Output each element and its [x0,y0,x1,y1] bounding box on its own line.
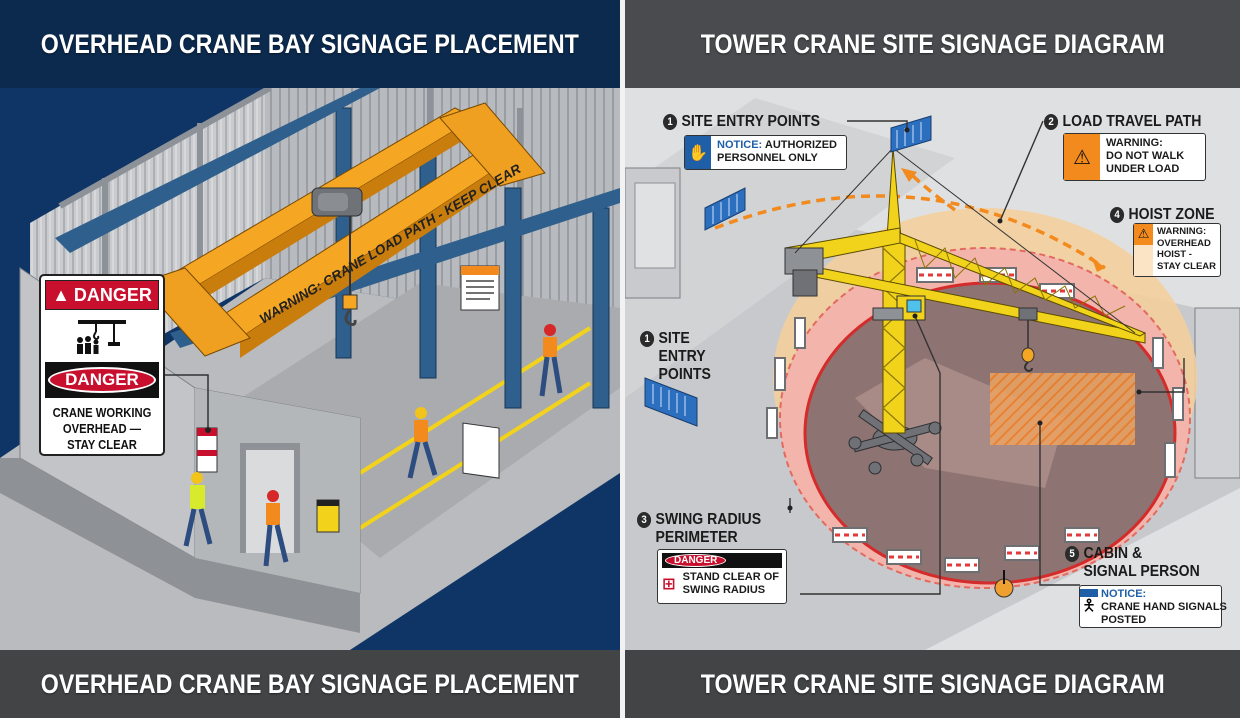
warning-line: WARNING: [1157,226,1207,237]
left-footer-title: OVERHEAD CRANE BAY SIGNAGE PLACEMENT [40,668,580,699]
perimeter-barriers [766,267,1184,573]
left-footer: OVERHEAD CRANE BAY SIGNAGE PLACEMENT [0,650,620,718]
danger-sign-crane-overhead: ▲ DANGER DANGER CRANE WORKING OVERHEAD —… [39,274,165,456]
notice-prefix: NOTICE: [1101,588,1147,600]
callout-title-line: SIGNAL PERSON [1083,563,1200,580]
danger-message-line: STAY CLEAR [67,438,137,452]
hoist-zone [990,373,1135,445]
notice-authorized-sign: ✋ NOTICE: AUTHORIZED PERSONNEL ONLY [684,135,847,170]
callout-title: LOAD TRAVEL PATH [1062,113,1202,130]
callout-title: HOIST ZONE [1128,206,1215,223]
overhead-crane-bay-illustration: WARNING: CRANE LOAD PATH - KEEP CLEAR [0,88,620,650]
notice-line: AUTHORIZED [764,139,837,151]
warning-line: DO NOT WALK [1106,150,1185,162]
stop-hand-icon: ✋ [685,136,711,169]
danger-oval-band: DANGER [45,362,159,398]
notice-hand-signals-sign: 🯅 NOTICE: CRANE HAND SIGNALS POSTED [1079,585,1227,628]
notice-line: PERSONNEL ONLY [717,152,818,164]
notice-line: CRANE HAND SIGNALS [1101,601,1227,613]
crane-bay-drawing: WARNING: CRANE LOAD PATH - KEEP CLEAR [0,88,620,650]
warning-line: STAY CLEAR [1157,260,1216,272]
danger-message: CRANE WORKING OVERHEAD — STAY CLEAR [51,405,154,453]
runway-rail [55,88,380,253]
callout-title-line: SWING RADIUS [655,511,762,528]
right-footer-title: TOWER CRANE SITE SIGNAGE DIAGRAM [700,668,1165,699]
warning-triangle-icon: ⚠ [1064,134,1100,180]
worker [539,324,563,397]
danger-oval: DANGER [48,367,156,393]
warning-line: OVERHEAD [1157,237,1211,249]
right-header-title: TOWER CRANE SITE SIGNAGE DIAGRAM [700,28,1165,59]
end-truck [439,102,546,187]
callout-title-line: ENTRY [658,348,706,365]
danger-message-line: CRANE WORKING [52,406,152,420]
left-header: OVERHEAD CRANE BAY SIGNAGE PLACEMENT [0,0,620,88]
trolley-hoist [311,187,363,326]
overhead-crane-pictogram-icon [45,310,159,362]
callout-number: 5 [1065,546,1080,562]
callout-title-line: PERIMETER [655,529,738,546]
warning-line: WARNING: [1106,137,1163,149]
warning-load-sign: ⚠ WARNING: DO NOT WALK UNDER LOAD [1063,133,1206,181]
worker [407,407,438,479]
danger-line: SWING RADIUS [682,584,766,596]
callout-number: 3 [637,512,652,528]
callout-number: 2 [1044,114,1059,130]
right-header: TOWER CRANE SITE SIGNAGE DIAGRAM [625,0,1240,88]
callout-title-line: CABIN & [1083,545,1143,562]
worker [263,490,289,567]
barrier-icon: ⊞ [662,576,676,593]
callout-number: 1 [640,331,655,347]
signal-person-icon: 🯅 [1081,598,1097,615]
callout-number: 1 [663,114,678,130]
steel-column [335,107,352,359]
warning-line: HOIST - [1157,249,1192,260]
callout-title-line: SITE [658,330,690,347]
danger-banner: DANGER [662,553,782,568]
steel-column [592,207,610,409]
panel-divider [620,0,625,718]
danger-message-line: OVERHEAD — [62,422,142,436]
callout-title: SITE ENTRY POINTS [681,113,820,130]
tower-crane-panel: TOWER CRANE SITE SIGNAGE DIAGRAM [625,0,1240,718]
danger-line: STAND CLEAR OF [682,571,779,583]
load-travel-path-arrow [714,194,1106,270]
callout-title-line: POINTS [658,366,711,383]
left-header-title: OVERHEAD CRANE BAY SIGNAGE PLACEMENT [40,28,580,59]
notice-prefix: NOTICE: [717,139,763,151]
steel-column [504,187,522,409]
warning-triangle-icon: ⚠ [1134,224,1154,276]
right-footer: TOWER CRANE SITE SIGNAGE DIAGRAM [625,650,1240,718]
callout-number: 4 [1110,207,1125,223]
warning-line: UNDER LOAD [1106,163,1180,175]
notice-line: POSTED [1101,614,1147,626]
tower-crane-site-illustration [625,88,1240,650]
tower-crane [784,147,1147,475]
tower-crane-drawing [625,98,1240,650]
warning-triangle-icon: ▲ [52,284,70,305]
warning-wall-sign [462,422,500,479]
worker [183,472,213,547]
danger-banner-text: DANGER [665,554,727,567]
notice-tag-icon [1080,589,1098,597]
warning-hoist-sign: ⚠ WARNING: OVERHEAD HOIST - STAY CLEAR [1133,223,1221,277]
end-truck [139,267,251,357]
overhead-crane-panel: OVERHEAD CRANE BAY SIGNAGE PLACEMENT [0,0,620,718]
danger-swing-sign: DANGER ⊞ STAND CLEAR OF SWING RADIUS [657,549,787,604]
danger-header: ▲ DANGER [45,280,159,310]
notice-text: NOTICE: AUTHORIZED PERSONNEL ONLY [711,136,843,169]
danger-header-text: DANGER [73,284,152,305]
